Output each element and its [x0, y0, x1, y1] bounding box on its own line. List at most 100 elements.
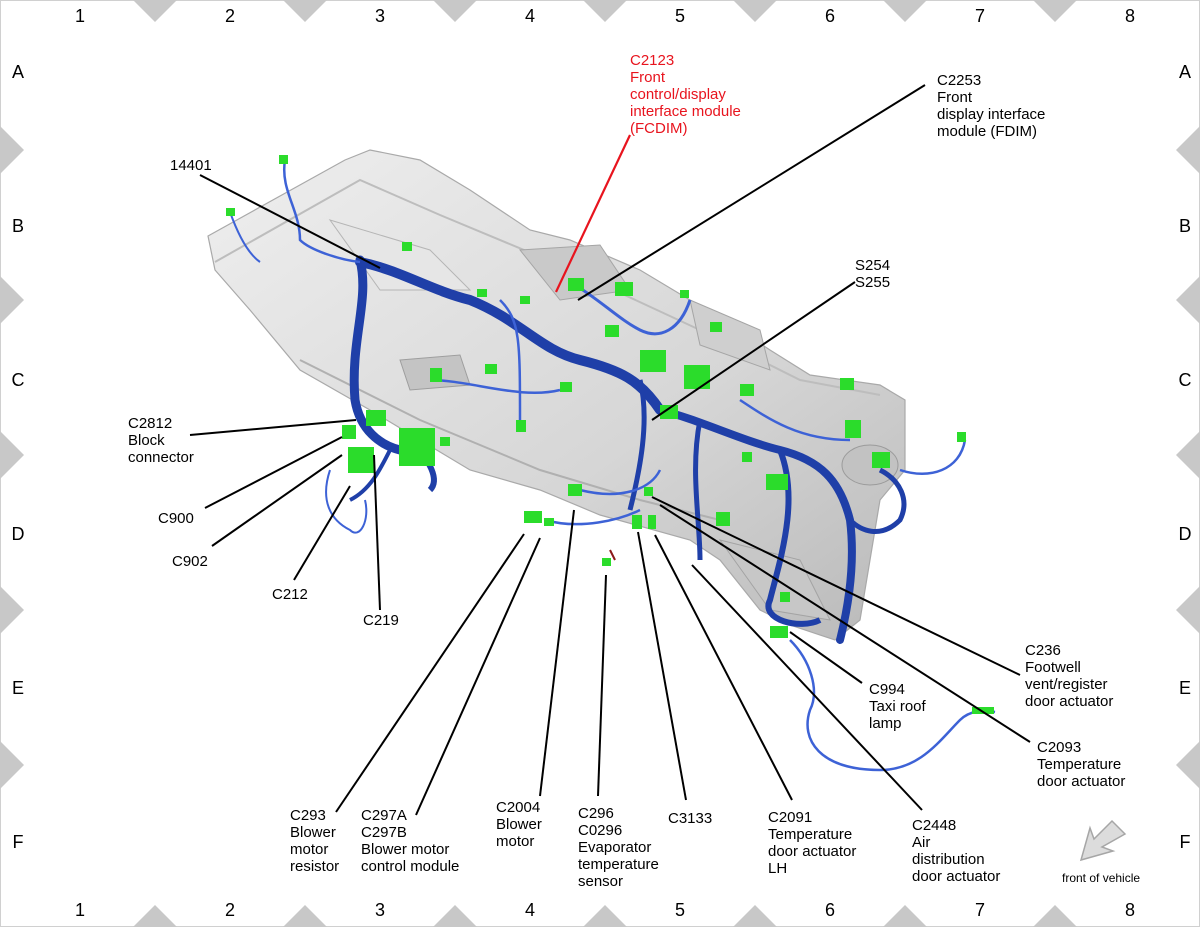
leader-c293: [335, 533, 525, 813]
leader-c2812: [189, 419, 357, 436]
label-line: C293: [290, 807, 326, 824]
label-line: Evaporator: [578, 839, 651, 856]
grid-column-label-top: 5: [675, 6, 685, 26]
label-line: motor: [290, 841, 328, 858]
label-line: C2004: [496, 799, 540, 816]
grid-marker-left: [0, 431, 24, 479]
label-line: C212: [272, 586, 308, 603]
grid-row-label-right: B: [1179, 216, 1191, 236]
grid-column-label-top: 4: [525, 6, 535, 26]
grid-marker-top: [1033, 0, 1077, 22]
leader-c3133: [637, 531, 687, 801]
leader-c900: [204, 436, 343, 509]
grid-column-label-bottom: 7: [975, 900, 985, 920]
grid-column-label-top: 8: [1125, 6, 1135, 26]
label-line: control/display: [630, 86, 726, 103]
label-line: door actuator: [912, 868, 1000, 885]
grid-row-label-left: F: [13, 832, 24, 852]
front-of-vehicle-label: front of vehicle: [1062, 871, 1140, 885]
label-line: Blower: [496, 816, 542, 833]
grid-marker-right: [1176, 126, 1200, 174]
label-c902: C902: [172, 553, 208, 570]
grid-marker-bottom: [1033, 905, 1077, 927]
leader-s254: [651, 281, 856, 421]
label-line: Temperature: [768, 826, 852, 843]
label-line: distribution: [912, 851, 985, 868]
grid-marker-top: [883, 0, 927, 22]
label-line: S254: [855, 257, 890, 274]
grid-column-label-bottom: 8: [1125, 900, 1135, 920]
grid-marker-top: [283, 0, 327, 22]
grid-row-label-left: E: [12, 678, 24, 698]
leader-c236: [651, 496, 1021, 676]
grid-marker-left: [0, 741, 24, 789]
label-line: C297A: [361, 807, 407, 824]
grid-marker-left: [0, 126, 24, 174]
label-line: sensor: [578, 873, 623, 890]
grid-marker-bottom: [583, 905, 627, 927]
label-line: C2253: [937, 72, 981, 89]
leader-c2091: [654, 534, 793, 801]
leader-c2004: [539, 509, 575, 797]
grid-row-label-right: A: [1179, 62, 1191, 82]
front-of-vehicle-indicator: front of vehicle: [1062, 819, 1140, 885]
grid-marker-right: [1176, 431, 1200, 479]
label-c219: C219: [363, 612, 399, 629]
label-line: Blower: [290, 824, 336, 841]
label-line: vent/register: [1025, 676, 1108, 693]
label-line: Front: [937, 89, 973, 106]
grid-column-label-top: 2: [225, 6, 235, 26]
label-line: C902: [172, 553, 208, 570]
leader-lines: [189, 84, 1031, 816]
label-line: Block: [128, 432, 165, 449]
label-line: display interface: [937, 106, 1045, 123]
grid-row-label-left: A: [12, 62, 24, 82]
label-line: lamp: [869, 715, 902, 732]
grid-column-label-bottom: 6: [825, 900, 835, 920]
grid-marker-bottom: [733, 905, 777, 927]
leader-c2093: [659, 504, 1031, 743]
grid-row-label-left: C: [12, 370, 25, 390]
grid-row-label-left: D: [12, 524, 25, 544]
grid-row-label-right: C: [1179, 370, 1192, 390]
leader-c2448: [691, 564, 923, 811]
label-line: C994: [869, 681, 905, 698]
label-line: C2093: [1037, 739, 1081, 756]
grid-row-label-left: B: [12, 216, 24, 236]
label-c900: C900: [158, 510, 194, 527]
arrow-down-left-icon: [1079, 819, 1127, 862]
grid-row-label-right: F: [1180, 832, 1191, 852]
grid-marker-bottom: [133, 905, 177, 927]
label-line: C0296: [578, 822, 622, 839]
label-line: S255: [855, 274, 890, 291]
label-line: Footwell: [1025, 659, 1081, 676]
leader-c297: [415, 537, 541, 816]
label-line: C219: [363, 612, 399, 629]
label-14401: 14401: [170, 157, 212, 174]
label-line: LH: [768, 860, 787, 877]
grid-marker-left: [0, 276, 24, 324]
leader-c219: [373, 454, 381, 611]
leader-c902: [211, 454, 343, 547]
label-line: 14401: [170, 157, 212, 174]
grid-marker-right: [1176, 276, 1200, 324]
leader-c2253: [577, 84, 926, 301]
label-line: C3133: [668, 810, 712, 827]
wiring-harness: [229, 159, 996, 772]
grid-marker-right: [1176, 586, 1200, 634]
label-c3133: C3133: [668, 810, 712, 827]
grid-row-label-right: E: [1179, 678, 1191, 698]
label-line: C2812: [128, 415, 172, 432]
label-line: C236: [1025, 642, 1061, 659]
label-line: Temperature: [1037, 756, 1121, 773]
label-line: C296: [578, 805, 614, 822]
grid-column-label-top: 3: [375, 6, 385, 26]
label-line: Air: [912, 834, 930, 851]
